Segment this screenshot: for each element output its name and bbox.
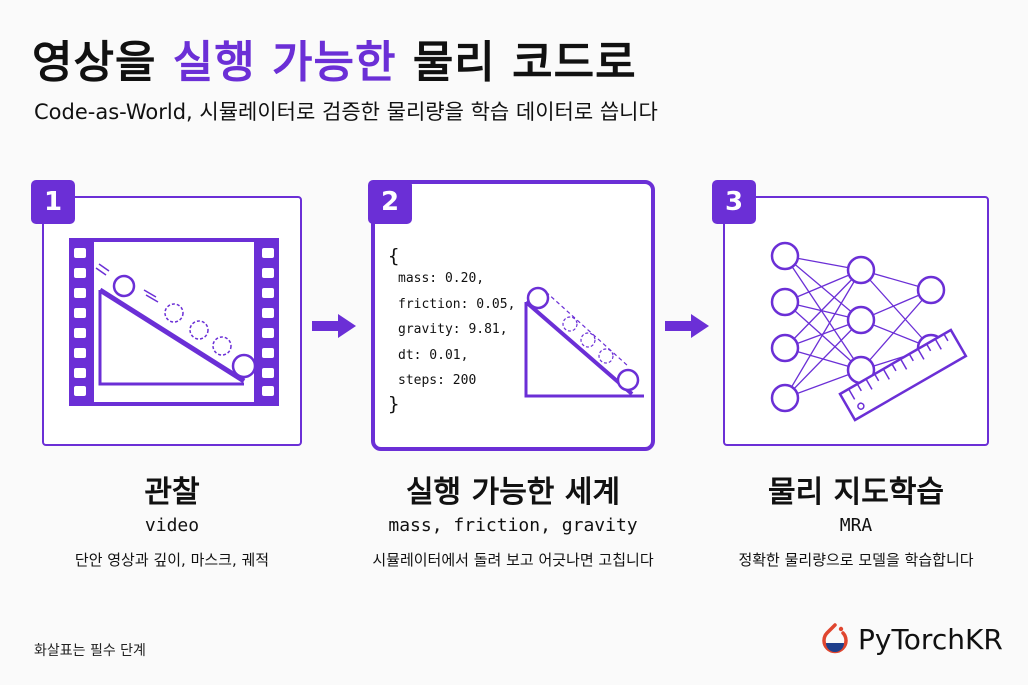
arrow-right-icon [312,314,356,338]
incline-simulation-icon [524,286,644,398]
ruler-icon [838,328,968,422]
observation-panel [42,196,302,446]
code-close-brace: } [388,392,400,415]
step-term-1: video [144,515,200,536]
title-part2: 물리 코드로 [412,37,637,88]
pytorchkr-logo-icon [822,623,848,654]
footnote: 화살표는 필수 단계 [34,643,146,659]
step-title-1: 관찰 [144,475,200,510]
brand-name: PyTorchKR [858,622,1003,656]
brand-logo: PyTorchKR [820,622,1003,656]
code-line-gravity: gravity: 9.81, [398,322,508,337]
step-desc-2: 시뮬레이터에서 돌려 보고 어긋나면 고칩니다 [372,551,654,569]
code-line-mass: mass: 0.20, [398,271,485,286]
film-strip-icon [69,238,279,406]
step-term-2: mass, friction, gravity [388,515,638,536]
code-world-panel [371,180,655,451]
step-badge-3: 3 [712,180,756,224]
title-accent: 실행 가능한 [172,37,397,88]
step-badge-2: 2 [368,180,412,224]
step-badge-1: 1 [31,180,75,224]
code-open-brace: { [388,245,400,267]
neural-network-icon [770,241,968,422]
supervised-learning-panel [723,196,989,446]
page-subtitle: Code-as-World, 시뮬레이터로 검증한 물리량을 학습 데이터로 씁… [34,100,658,124]
step-desc-3: 정확한 물리량으로 모델을 학습합니다 [738,551,974,569]
physics-code-block: { mass: 0.20, friction: 0.05, gravity: 9… [388,246,515,414]
step-title-2: 실행 가능한 세계 [405,475,621,510]
code-line-steps: steps: 200 [398,373,477,388]
page-title: 영상을 실행 가능한 물리 코드로 [32,26,637,90]
arrow-right-icon [665,314,709,338]
code-line-friction: friction: 0.05, [398,296,516,312]
step-desc-1: 단안 영상과 깊이, 마스크, 궤적 [74,551,270,569]
step-term-3: MRA [839,515,873,536]
step-title-3: 물리 지도학습 [767,475,945,510]
title-part1: 영상을 [32,37,157,88]
code-line-dt: dt: 0.01, [398,347,469,363]
